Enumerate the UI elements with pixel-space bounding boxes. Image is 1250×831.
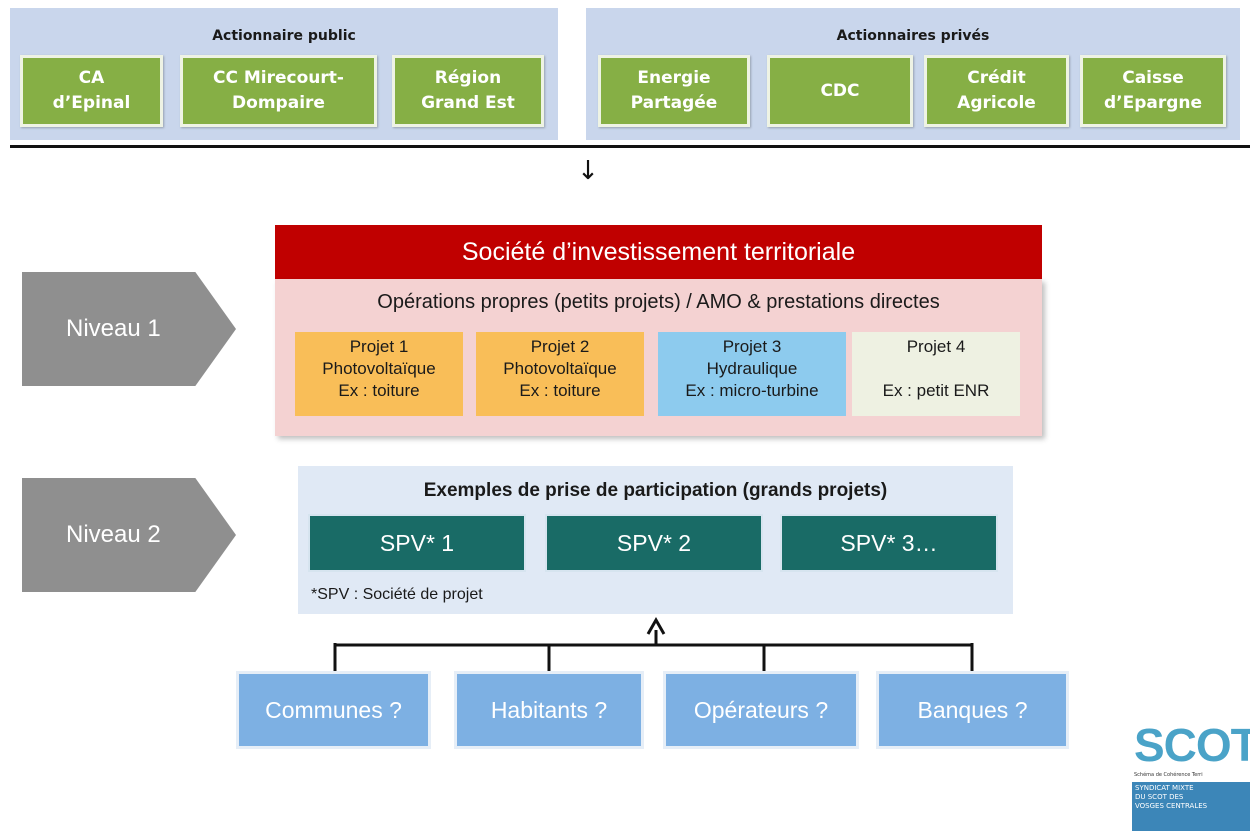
- investment-company-title: Société d’investissement territoriale: [461, 237, 856, 266]
- spv-footnote: *SPV : Société de projet: [311, 586, 483, 603]
- own-operations-subtitle: Opérations propres (petits projets) / AM…: [377, 291, 940, 313]
- stakeholder-operateurs: Opérateurs ?: [663, 671, 859, 749]
- shareholders-baseline: [10, 145, 1250, 148]
- spv-2-label: SPV* 2: [616, 529, 692, 556]
- stakeholder-banques-label: Banques ?: [917, 696, 1028, 723]
- niveau-2-arrow: Niveau 2: [22, 478, 236, 592]
- public-shareholders-title: Actionnaire public: [212, 28, 356, 44]
- private-shareholders-title: Actionnaires privés: [836, 28, 990, 44]
- stakeholder-habitants: Habitants ?: [454, 671, 644, 749]
- shareholder-ca-epinal: CA d’Epinal: [20, 55, 163, 127]
- shareholder-caisse-epargne: Caisse d’Epargne: [1080, 55, 1226, 127]
- project-2-card: Projet 2 Photovoltaïque Ex : toiture: [476, 332, 644, 416]
- stakeholder-operateurs-label: Opérateurs ?: [693, 696, 829, 723]
- niveau-1-label: Niveau 1: [66, 315, 161, 342]
- scot-logo-band: SYNDICAT MIXTE DU SCOT DES VOSGES CENTRA…: [1132, 782, 1250, 831]
- spv-2-box: SPV* 2: [545, 514, 763, 572]
- project-1-card: Projet 1 Photovoltaïque Ex : toiture: [295, 332, 463, 416]
- spv-1-label: SPV* 1: [379, 529, 455, 556]
- niveau-2-label: Niveau 2: [66, 521, 161, 548]
- spv-1-box: SPV* 1: [308, 514, 526, 572]
- spv-3-label: SPV* 3…: [840, 529, 938, 556]
- spv-3-box: SPV* 3…: [780, 514, 998, 572]
- up-arrow-icon: [646, 616, 666, 635]
- stakeholder-habitants-label: Habitants ?: [490, 696, 608, 723]
- scot-logo-wordmark: SCOT: [1134, 719, 1250, 771]
- project-3-card: Projet 3 Hydraulique Ex : micro-turbine: [658, 332, 846, 416]
- down-arrow-icon: ↓: [577, 156, 599, 186]
- shareholder-credit-agricole: Crédit Agricole: [924, 55, 1069, 127]
- project-4-card: Projet 4 Ex : petit ENR: [852, 332, 1020, 416]
- scot-logo-tagline: Schéma de Cohérence Terri: [1134, 772, 1203, 778]
- shareholder-region-grand-est: Région Grand Est: [392, 55, 544, 127]
- stakeholder-communes: Communes ?: [236, 671, 431, 749]
- shareholder-cdc: CDC: [767, 55, 913, 127]
- participation-title: Exemples de prise de participation (gran…: [423, 480, 888, 501]
- scot-logo: SCOT Schéma de Cohérence Terri SYNDICAT …: [1128, 718, 1250, 831]
- niveau-1-arrow: Niveau 1: [22, 272, 236, 386]
- shareholder-cc-mirecourt-dompaire: CC Mirecourt- Dompaire: [180, 55, 377, 127]
- stakeholder-banques: Banques ?: [876, 671, 1069, 749]
- investment-company-header: Société d’investissement territoriale: [275, 225, 1042, 279]
- stakeholder-communes-label: Communes ?: [265, 696, 402, 723]
- shareholder-energie-partagee: Energie Partagée: [598, 55, 750, 127]
